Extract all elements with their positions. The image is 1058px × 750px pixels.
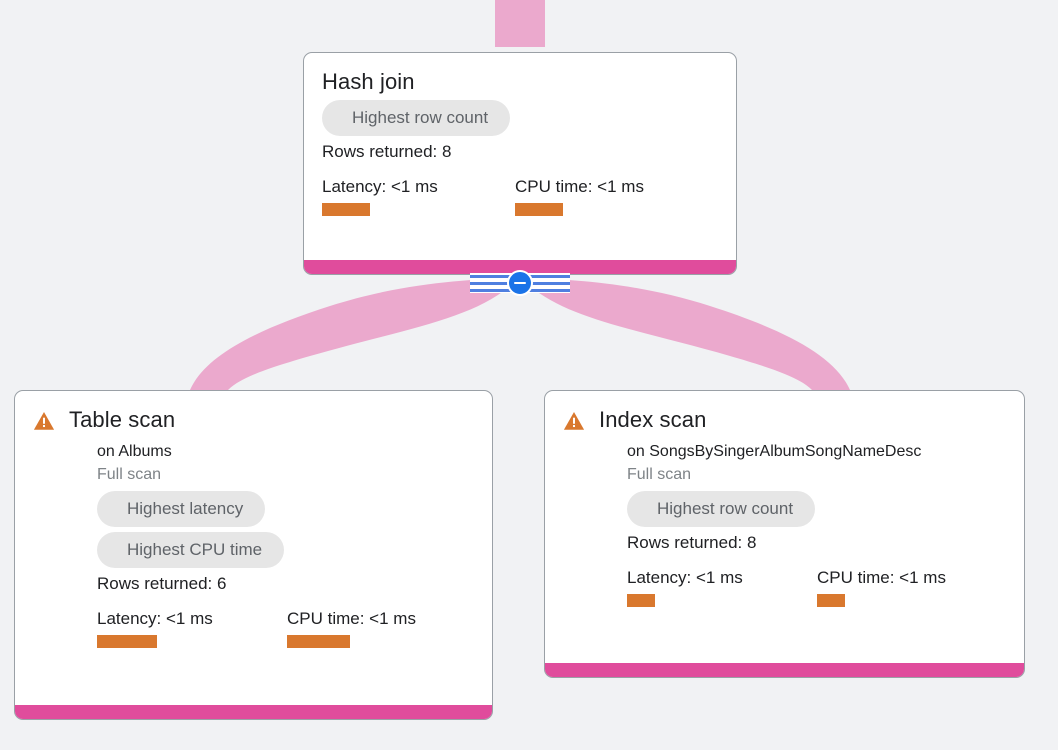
metric-latency-label: Latency: <1 ms bbox=[627, 568, 743, 587]
node-accent-bar bbox=[304, 260, 736, 274]
metric-cpu-time-label: CPU time: <1 ms bbox=[515, 177, 644, 196]
node-table-scan-metrics: Latency: <1 ms CPU time: <1 ms bbox=[97, 608, 474, 648]
node-index-scan-details: on SongsBySingerAlbumSongNameDesc Full s… bbox=[563, 441, 1006, 607]
metric-latency-bar bbox=[322, 203, 370, 216]
node-index-scan-header: Index scan bbox=[563, 407, 1006, 433]
metric-cpu-time-bar bbox=[515, 203, 563, 216]
node-index-scan-metrics: Latency: <1 ms CPU time: <1 ms bbox=[627, 567, 1006, 607]
edge-hash-join-to-index-scan bbox=[530, 278, 850, 390]
chip-highest-row-count: Highest row count bbox=[322, 100, 511, 136]
node-title: Table scan bbox=[69, 407, 176, 432]
node-subtitle: on SongsBySingerAlbumSongNameDesc bbox=[627, 443, 922, 460]
warning-triangle-icon bbox=[33, 412, 55, 430]
metric-latency-bar bbox=[627, 594, 655, 607]
node-index-scan-chips: Highest row count bbox=[627, 491, 1006, 527]
metric-cpu-time-bar bbox=[817, 594, 845, 607]
metric-cpu-time: CPU time: <1 ms bbox=[817, 567, 946, 607]
chip-highest-cpu-time: Highest CPU time bbox=[97, 532, 285, 568]
node-hash-join-metrics: Latency: <1 ms CPU time: <1 ms bbox=[322, 176, 718, 216]
metric-latency-label: Latency: <1 ms bbox=[322, 177, 438, 196]
metric-latency-label: Latency: <1 ms bbox=[97, 609, 213, 628]
metric-latency: Latency: <1 ms bbox=[322, 176, 515, 216]
rows-returned-label: Rows returned: 6 bbox=[97, 574, 227, 593]
node-index-scan-body: Index scan on SongsBySingerAlbumSongName… bbox=[545, 391, 1024, 617]
chip-highest-latency: Highest latency bbox=[97, 491, 266, 527]
node-accent-bar bbox=[545, 663, 1024, 677]
edge-hash-join-to-table-scan bbox=[190, 278, 510, 390]
node-hash-join-body: Hash join Highest row count Rows returne… bbox=[304, 53, 736, 226]
node-table-scan-header: Table scan bbox=[33, 407, 474, 433]
node-table-scan-body: Table scan on Albums Full scan Highest l… bbox=[15, 391, 492, 658]
node-table-scan-details: on Albums Full scan Highest latency High… bbox=[33, 441, 474, 648]
rows-returned-label: Rows returned: 8 bbox=[322, 142, 452, 161]
metric-cpu-time-label: CPU time: <1 ms bbox=[817, 568, 946, 587]
node-table-scan-chips: Highest latency Highest CPU time bbox=[97, 491, 474, 568]
node-accent-bar bbox=[15, 705, 492, 719]
metric-cpu-time-label: CPU time: <1 ms bbox=[287, 609, 416, 628]
node-table-scan[interactable]: Table scan on Albums Full scan Highest l… bbox=[14, 390, 493, 720]
node-hash-join-header: Hash join bbox=[322, 69, 718, 95]
metric-cpu-time: CPU time: <1 ms bbox=[515, 176, 644, 216]
chip-highest-row-count: Highest row count bbox=[627, 491, 816, 527]
metric-cpu-time: CPU time: <1 ms bbox=[287, 608, 416, 648]
collapse-toggle-button[interactable] bbox=[507, 270, 533, 296]
node-subtitle: on Albums bbox=[97, 443, 172, 460]
warning-triangle-icon bbox=[563, 412, 585, 430]
metric-latency: Latency: <1 ms bbox=[627, 567, 817, 607]
edge-incoming-hash-join bbox=[495, 0, 545, 47]
minus-icon bbox=[514, 281, 526, 285]
metric-latency-bar bbox=[97, 635, 157, 648]
node-scan-type: Full scan bbox=[627, 466, 692, 483]
node-scan-type: Full scan bbox=[97, 466, 162, 483]
node-hash-join-chips: Highest row count bbox=[322, 100, 718, 136]
rows-returned-label: Rows returned: 8 bbox=[627, 533, 757, 552]
node-index-scan[interactable]: Index scan on SongsBySingerAlbumSongName… bbox=[544, 390, 1025, 678]
node-title: Hash join bbox=[322, 69, 415, 94]
metric-cpu-time-bar bbox=[287, 635, 350, 648]
node-hash-join[interactable]: Hash join Highest row count Rows returne… bbox=[303, 52, 737, 275]
metric-latency: Latency: <1 ms bbox=[97, 608, 287, 648]
node-title: Index scan bbox=[599, 407, 707, 432]
